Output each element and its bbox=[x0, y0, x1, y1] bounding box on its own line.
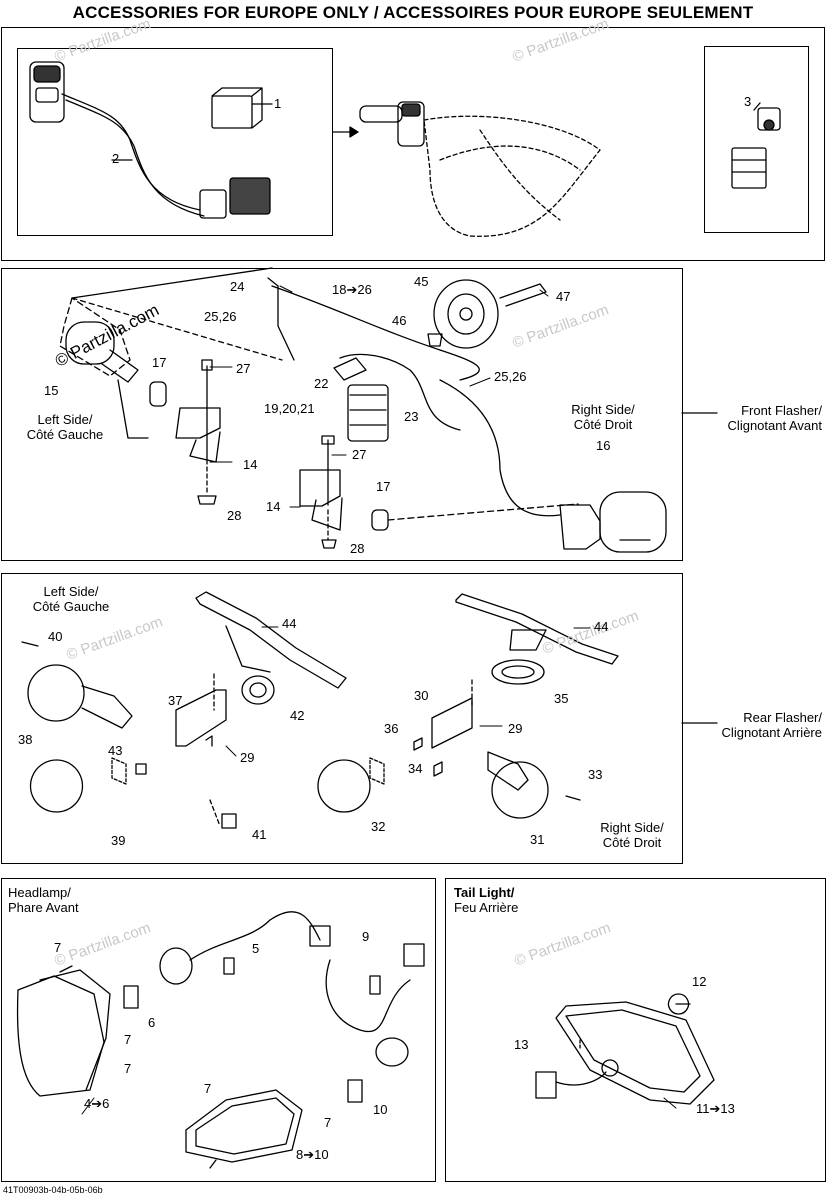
callout: 28 bbox=[350, 541, 365, 556]
connector-drawing bbox=[731, 102, 781, 189]
rear-plate-right bbox=[413, 593, 619, 777]
front-bracket-right bbox=[299, 435, 579, 549]
callout: 36 bbox=[384, 721, 399, 736]
callout: 35 bbox=[554, 691, 569, 706]
callout: 7 bbox=[124, 1061, 132, 1076]
front-flasher-label: Front Flasher/ Clignotant Avant bbox=[727, 403, 822, 433]
callout: 38 bbox=[18, 732, 33, 747]
section-rear-flasher bbox=[1, 573, 683, 864]
callout: 18➔26 bbox=[332, 282, 372, 297]
rear-flasher-right-side-label: Right Side/ Côté Droit bbox=[600, 820, 664, 850]
callout: 37 bbox=[168, 693, 183, 708]
callout: 12 bbox=[692, 974, 707, 989]
rear-plate-left bbox=[175, 591, 347, 829]
callout: 33 bbox=[588, 767, 603, 782]
front-flasher-left-drawing bbox=[59, 267, 283, 439]
callout: 29 bbox=[240, 750, 255, 765]
callout: 41 bbox=[252, 827, 267, 842]
tail-light-drawing bbox=[535, 993, 715, 1105]
callout: 13 bbox=[514, 1037, 529, 1052]
callout: 29 bbox=[508, 721, 523, 736]
callout: 7 bbox=[204, 1081, 212, 1096]
callout: 39 bbox=[111, 833, 126, 848]
callout: 40 bbox=[48, 629, 63, 644]
tail-light-label: Tail Light/ Feu Arrière bbox=[454, 885, 519, 915]
callout: 7 bbox=[324, 1115, 332, 1130]
callout: 22 bbox=[314, 376, 329, 391]
callout: 44 bbox=[594, 619, 609, 634]
callout-leaders bbox=[81, 103, 677, 1115]
callout: 43 bbox=[108, 743, 123, 758]
callout: 17 bbox=[376, 479, 391, 494]
callout: 32 bbox=[371, 819, 386, 834]
callout: 10 bbox=[373, 1102, 388, 1117]
headlamp-drawing bbox=[16, 911, 425, 1169]
front-harness bbox=[267, 277, 561, 517]
callout: 15 bbox=[44, 383, 59, 398]
callout: 34 bbox=[408, 761, 423, 776]
section-front-flasher bbox=[1, 268, 683, 561]
callout: 16 bbox=[596, 438, 611, 453]
front-flasher-left-side-label: Left Side/ Côté Gauche bbox=[26, 412, 104, 442]
callout: 8➔10 bbox=[296, 1147, 329, 1162]
callout: 7 bbox=[54, 940, 62, 955]
callout: 14 bbox=[243, 457, 258, 472]
quad-front-drawing bbox=[359, 101, 601, 237]
callout: 14 bbox=[266, 499, 281, 514]
callout: 47 bbox=[556, 289, 571, 304]
callout: 45 bbox=[414, 274, 429, 289]
callout: 4➔6 bbox=[84, 1096, 110, 1111]
callout: 1 bbox=[274, 96, 282, 111]
front-flasher-right-side-label: Right Side/ Côté Droit bbox=[571, 402, 635, 432]
callout: 46 bbox=[392, 313, 407, 328]
handlebar-switch-drawing bbox=[29, 61, 273, 219]
callout: 6 bbox=[148, 1015, 156, 1030]
section-headlamp bbox=[1, 878, 436, 1182]
section-tail-light bbox=[445, 878, 826, 1182]
front-bracket-left bbox=[149, 359, 221, 505]
callout: 17 bbox=[152, 355, 167, 370]
callout: 24 bbox=[230, 279, 245, 294]
callout: 27 bbox=[236, 361, 251, 376]
front-horn-drawing bbox=[427, 279, 547, 349]
callout: 9 bbox=[362, 929, 370, 944]
page-title: ACCESSORIES FOR EUROPE ONLY / ACCESSOIRE… bbox=[72, 3, 754, 22]
callout: 30 bbox=[414, 688, 429, 703]
callout: 5 bbox=[252, 941, 260, 956]
inset-connector-box bbox=[704, 46, 809, 233]
callout: 3 bbox=[744, 94, 752, 109]
callout: 11➔13 bbox=[696, 1101, 735, 1116]
callout: 25,26 bbox=[494, 369, 527, 384]
callout: 19,20,21 bbox=[264, 401, 315, 416]
rear-flasher-right bbox=[317, 751, 581, 819]
front-flasher-right-drawing bbox=[559, 491, 667, 553]
callout: 42 bbox=[290, 708, 305, 723]
callout: 31 bbox=[530, 832, 545, 847]
callout: 2 bbox=[112, 151, 120, 166]
callout: 28 bbox=[227, 508, 242, 523]
callout: 27 bbox=[352, 447, 367, 462]
rear-flasher-label: Rear Flasher/ Clignotant Arrière bbox=[721, 710, 822, 740]
callout: 44 bbox=[282, 616, 297, 631]
callout: 23 bbox=[404, 409, 419, 424]
footer-code: 41T00903b-04b-05b-06b bbox=[3, 1185, 103, 1195]
callout: 7 bbox=[124, 1032, 132, 1047]
headlamp-label: Headlamp/ Phare Avant bbox=[8, 885, 79, 915]
rear-flasher-left bbox=[21, 641, 147, 813]
callout: 25,26 bbox=[204, 309, 237, 324]
rear-flasher-left-side-label: Left Side/ Côté Gauche bbox=[32, 584, 110, 614]
